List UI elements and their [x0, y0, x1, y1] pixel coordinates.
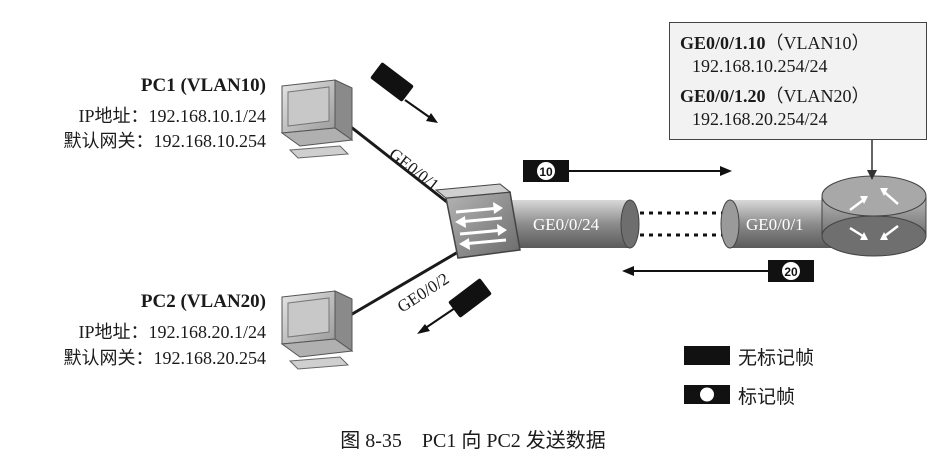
pc1-ip: IP地址：192.168.10.1/24 [78, 106, 266, 126]
router-subinterface-box: GE0/0/1.10（VLAN10） 192.168.10.254/24 GE0… [669, 22, 927, 140]
router-icon [821, 175, 927, 257]
tag-10-label: 10 [539, 165, 553, 179]
figure-caption: 图 8-35 PC1 向 PC2 发送数据 [340, 430, 606, 452]
pc2-ip: IP地址：192.168.20.1/24 [78, 322, 266, 342]
pc1-gateway: 默认网关：192.168.10.254 [63, 131, 267, 151]
subif1-vlan: （VLAN10） [765, 33, 870, 53]
legend-tagged-swatch [684, 385, 730, 404]
pc2-title: PC2 (VLAN20) [140, 291, 266, 312]
switch-icon [434, 183, 521, 259]
legend-tagged-label: 标记帧 [738, 387, 796, 408]
pc1-title: PC1 (VLAN10) [140, 75, 266, 96]
link-pc2-switch [341, 243, 471, 322]
computer-icon [280, 79, 354, 159]
tag-20-label: 20 [784, 265, 798, 279]
tagged-frame-10: 10 [523, 160, 732, 182]
subif2-ip: 192.168.20.254/24 [692, 109, 828, 129]
port-label-trunk: GE0/0/24 [533, 215, 600, 234]
tagged-frame-20: 20 [622, 260, 814, 282]
port-label-router: GE0/0/1 [746, 215, 804, 234]
subif2-vlan: （VLAN20） [765, 86, 870, 106]
untagged-frame-pc1 [370, 62, 438, 123]
trunk-cable-switch [500, 199, 640, 249]
computer-icon [280, 290, 354, 370]
trunk-dotted-link [640, 211, 726, 237]
subif2-name: GE0/0/1.20 [680, 86, 766, 106]
legend-untagged-label: 无标记帧 [738, 348, 815, 369]
port-label-pc1: GE0/0/1 [386, 144, 443, 194]
legend-untagged-swatch [684, 346, 730, 365]
subif1-ip: 192.168.10.254/24 [692, 56, 828, 76]
pc2-gateway: 默认网关：192.168.20.254 [63, 348, 267, 368]
untagged-frame-pc2 [417, 278, 492, 334]
port-label-pc2: GE0/0/2 [394, 269, 453, 316]
subif1-name: GE0/0/1.10 [680, 33, 766, 53]
